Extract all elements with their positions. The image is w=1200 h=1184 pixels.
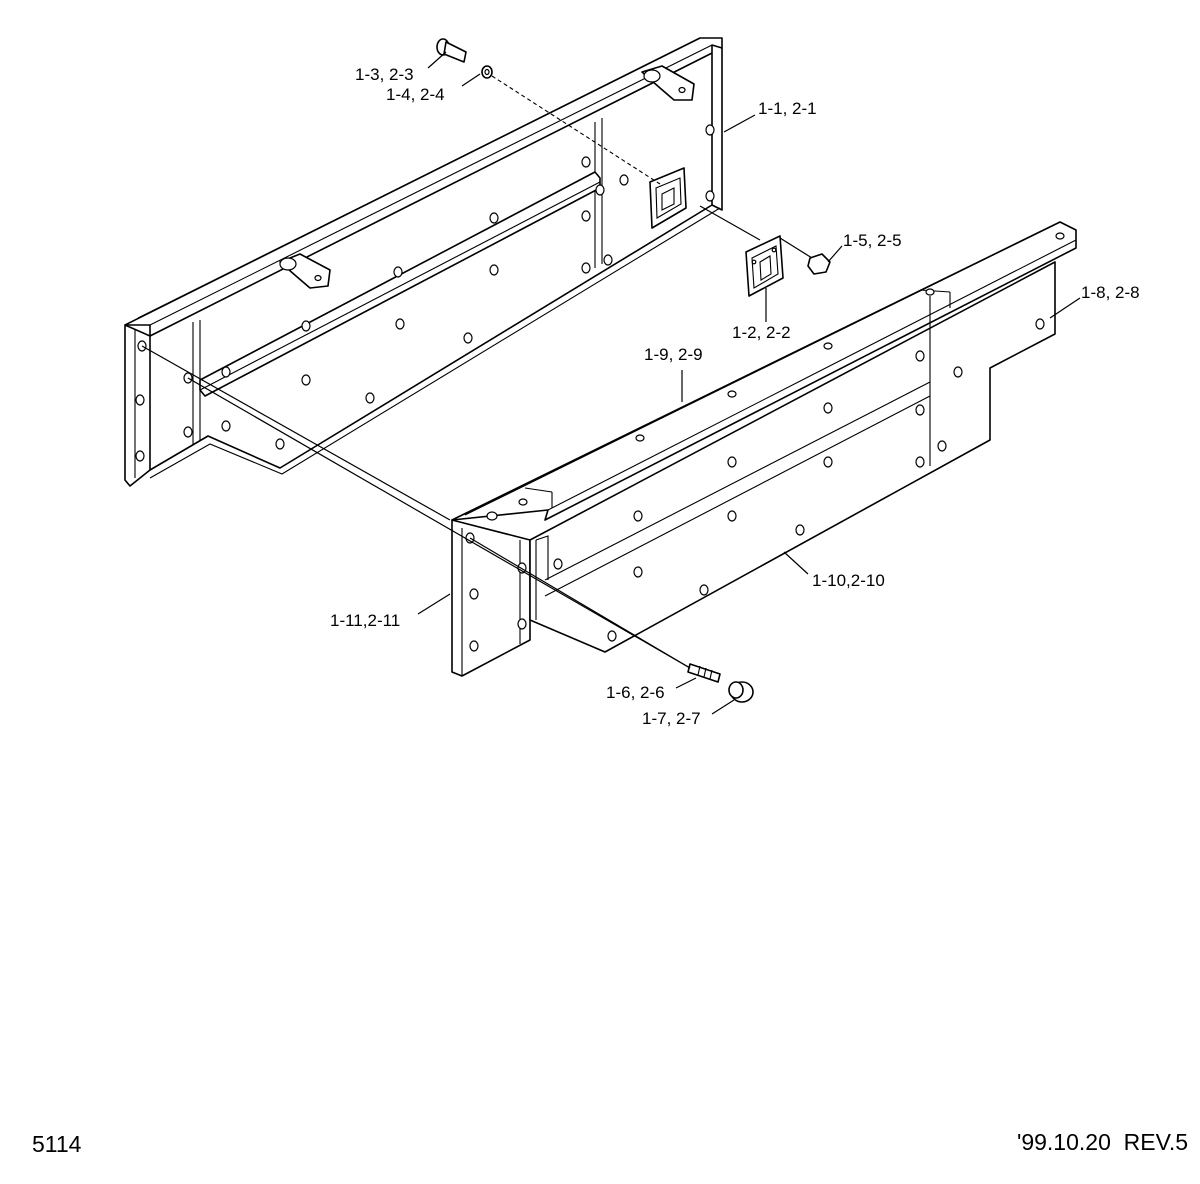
callout-1-9: 1-9, 2-9 bbox=[644, 345, 703, 364]
hex-nut-part bbox=[807, 253, 831, 275]
front-frame-left-plate bbox=[451, 519, 531, 677]
front-frame-holes bbox=[465, 232, 1065, 652]
rear-frame-top-rail bbox=[124, 37, 723, 337]
callout-1-2: 1-2, 2-2 bbox=[732, 323, 791, 342]
front-frame-channel-bottom bbox=[544, 395, 931, 597]
knob-nut-part bbox=[728, 681, 754, 703]
callout-1-6: 1-6, 2-6 bbox=[606, 683, 665, 702]
rear-frame-inner-edge bbox=[149, 44, 713, 326]
washer-part bbox=[481, 65, 493, 79]
callout-1-10: 1-10,2-10 bbox=[812, 571, 885, 590]
callout-1-4: 1-4, 2-4 bbox=[386, 85, 445, 104]
callout-1-11: 1-11,2-11 bbox=[330, 611, 400, 630]
rear-frame-mounted-plate bbox=[649, 167, 687, 229]
rear-frame-part bbox=[124, 37, 723, 487]
rear-frame-hinge-right bbox=[641, 65, 695, 101]
rear-frame-stiffener-edge bbox=[199, 181, 601, 391]
front-frame-part bbox=[451, 221, 1077, 677]
front-frame-inner-edge bbox=[547, 239, 1077, 511]
callout-1-1: 1-1, 2-1 bbox=[758, 99, 817, 118]
rear-frame-top-edge bbox=[137, 37, 701, 319]
rear-frame-left-plate bbox=[124, 324, 151, 487]
top-bolt-part bbox=[436, 38, 467, 63]
callout-1-7: 1-7, 2-7 bbox=[642, 709, 701, 728]
callout-leaders bbox=[417, 51, 1081, 715]
stud-bolt-part bbox=[687, 663, 721, 683]
rear-frame-bottom-lip bbox=[149, 207, 721, 479]
assembly-lines bbox=[141, 75, 813, 669]
access-plate-part bbox=[745, 235, 784, 297]
front-frame-channel-top bbox=[544, 381, 931, 581]
rear-frame-hinge-left bbox=[279, 253, 331, 289]
revision-date: '99.10.20 REV.5 bbox=[1017, 1129, 1188, 1155]
rear-frame-bottom-edge bbox=[149, 204, 713, 471]
front-frame-seam-right bbox=[919, 289, 951, 293]
front-frame-side-panel bbox=[529, 261, 1056, 653]
callout-1-3: 1-3, 2-3 bbox=[355, 65, 414, 84]
callout-1-5: 1-5, 2-5 bbox=[843, 231, 902, 250]
rear-frame-right-plate bbox=[711, 44, 723, 211]
callout-labels: 1-3, 2-3 1-4, 2-4 1-1, 2-1 1-5, 2-5 1-2,… bbox=[330, 65, 1140, 728]
front-frame-top-edge bbox=[464, 221, 1061, 516]
callout-1-8: 1-8, 2-8 bbox=[1081, 283, 1140, 302]
front-frame-seam-left bbox=[524, 487, 553, 493]
page-number: 5114 bbox=[32, 1131, 82, 1157]
front-frame-notch bbox=[535, 535, 549, 580]
